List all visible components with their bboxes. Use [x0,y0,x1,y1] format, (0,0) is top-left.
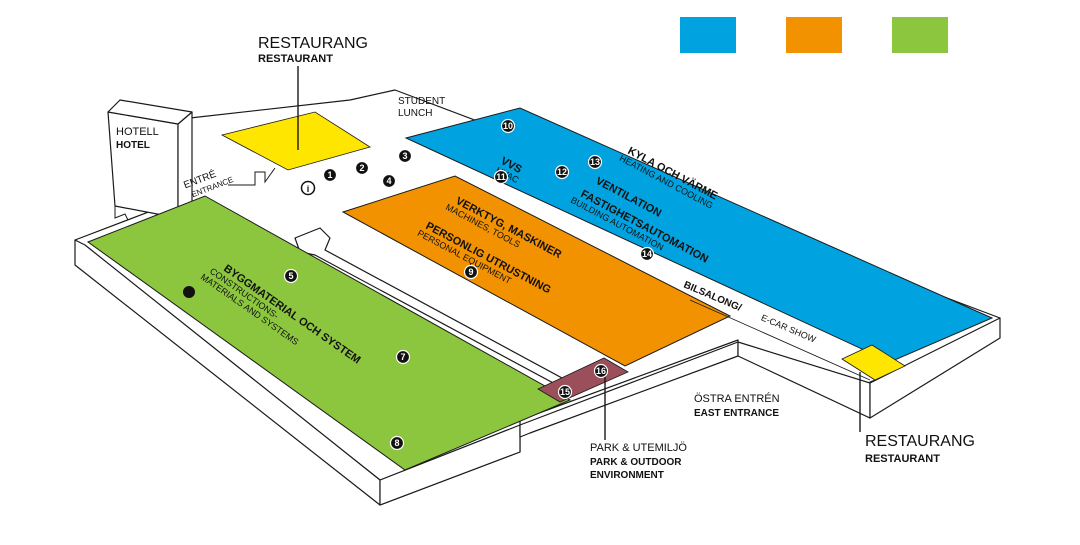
ecar-show-line [689,299,871,381]
booth-marker-number: 2 [359,163,364,173]
booth-marker-3[interactable]: 3 [397,148,413,164]
booth-marker-circle [500,118,516,134]
booth-marker-number: 11 [496,172,506,182]
info-marker-symbol: i [307,184,310,194]
booth-marker-circle [283,268,299,284]
hotel-label-en: HOTEL [116,140,150,151]
legend-swatch-green [892,17,948,53]
park-label-en-2: ENVIRONMENT [590,470,664,481]
booth-marker-number: 16 [596,366,606,376]
booth-marker-number: 7 [400,352,405,362]
booth-marker-circle [463,264,479,280]
east-entrance-label-sv: ÖSTRA ENTRÉN [694,392,780,405]
booth-marker-11[interactable]: 11 [493,169,509,185]
student-lunch-label-1: STUDENT [398,96,445,107]
front-wall-2 [519,341,739,438]
zone-machines-tools[interactable] [341,175,732,367]
booth-marker-circle [639,246,655,262]
location-dot [183,286,195,298]
booth-marker-7[interactable]: 7 [395,349,411,365]
booth-marker-10[interactable]: 10 [500,118,516,134]
booth-marker-13[interactable]: 13 [587,154,603,170]
hotel-label-sv: HOTELL [116,126,159,138]
restaurant-top-label-sv: RESTAURANG [258,35,368,52]
booth-marker-number: 9 [468,267,473,277]
zone-construction-materials[interactable] [86,195,572,471]
booth-marker-circle [593,363,609,379]
restaurant-right-label-sv: RESTAURANG [865,433,975,450]
student-lunch-label-2: LUNCH [398,108,432,119]
booth-marker-16[interactable]: 16 [593,363,609,379]
booth-marker-circle [587,154,603,170]
zone-hvac[interactable] [404,107,994,363]
restaurant-right-label-en: RESTAURANT [865,453,940,465]
booth-marker-circle [322,167,338,183]
booth-marker-number: 8 [394,438,399,448]
booth-marker-15[interactable]: 15 [557,384,573,400]
booth-marker-5[interactable]: 5 [283,268,299,284]
booth-marker-number: 3 [402,151,407,161]
booth-marker-number: 12 [557,167,567,177]
booth-marker-circle [493,169,509,185]
east-entrance-label-en: EAST ENTRANCE [694,408,779,419]
legend-swatch-blue [680,17,736,53]
park-label-sv: PARK & UTEMILJÖ [590,442,687,454]
booth-marker-circle [354,160,370,176]
booth-marker-9[interactable]: 9 [463,264,479,280]
hotel-notch [114,206,129,221]
front-wall [379,424,521,506]
booth-marker-2[interactable]: 2 [354,160,370,176]
legend-swatch-orange [786,17,842,53]
booth-marker-number: 13 [590,157,600,167]
booth-marker-circle [557,384,573,400]
booth-marker-circle [395,349,411,365]
booth-marker-circle [381,173,397,189]
booth-marker-12[interactable]: 12 [554,164,570,180]
booth-marker-circle [397,148,413,164]
info-marker[interactable]: i [300,180,316,196]
booth-marker-4[interactable]: 4 [381,173,397,189]
booth-marker-number: 4 [386,176,391,186]
booth-marker-number: 5 [288,271,293,281]
booth-marker-number: 1 [327,170,332,180]
booth-marker-1[interactable]: 1 [322,167,338,183]
booth-marker-circle [389,435,405,451]
right-end-wall [869,317,1001,419]
booth-marker-14[interactable]: 14 [639,246,655,262]
booth-marker-number: 10 [503,121,513,131]
entrance-wall [228,167,276,186]
booth-marker-number: 15 [560,387,570,397]
booth-marker-8[interactable]: 8 [389,435,405,451]
booth-marker-circle [554,164,570,180]
hotel-building-top [107,99,193,125]
zone-restaurant-right[interactable] [841,344,906,381]
booth-marker-number: 14 [642,249,652,259]
park-label-en-1: PARK & OUTDOOR [590,457,682,468]
restaurant-top-label-en: RESTAURANT [258,53,333,65]
zone-restaurant-top[interactable] [220,111,371,171]
